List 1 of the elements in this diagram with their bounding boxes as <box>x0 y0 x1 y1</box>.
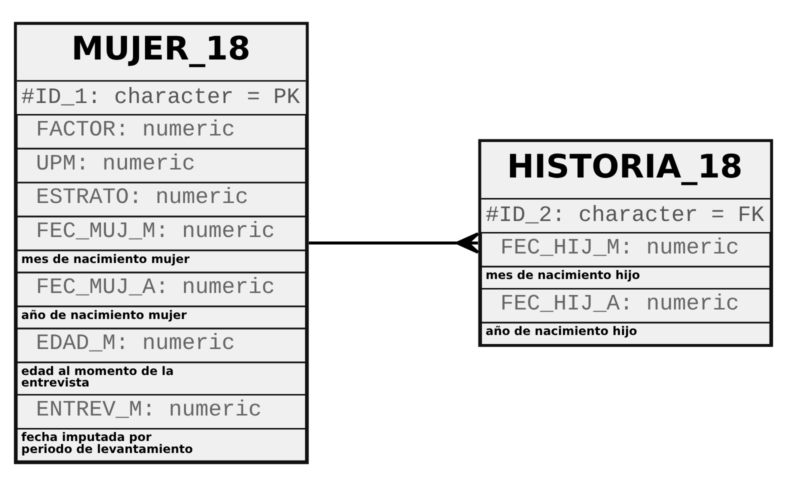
connector <box>308 232 480 254</box>
